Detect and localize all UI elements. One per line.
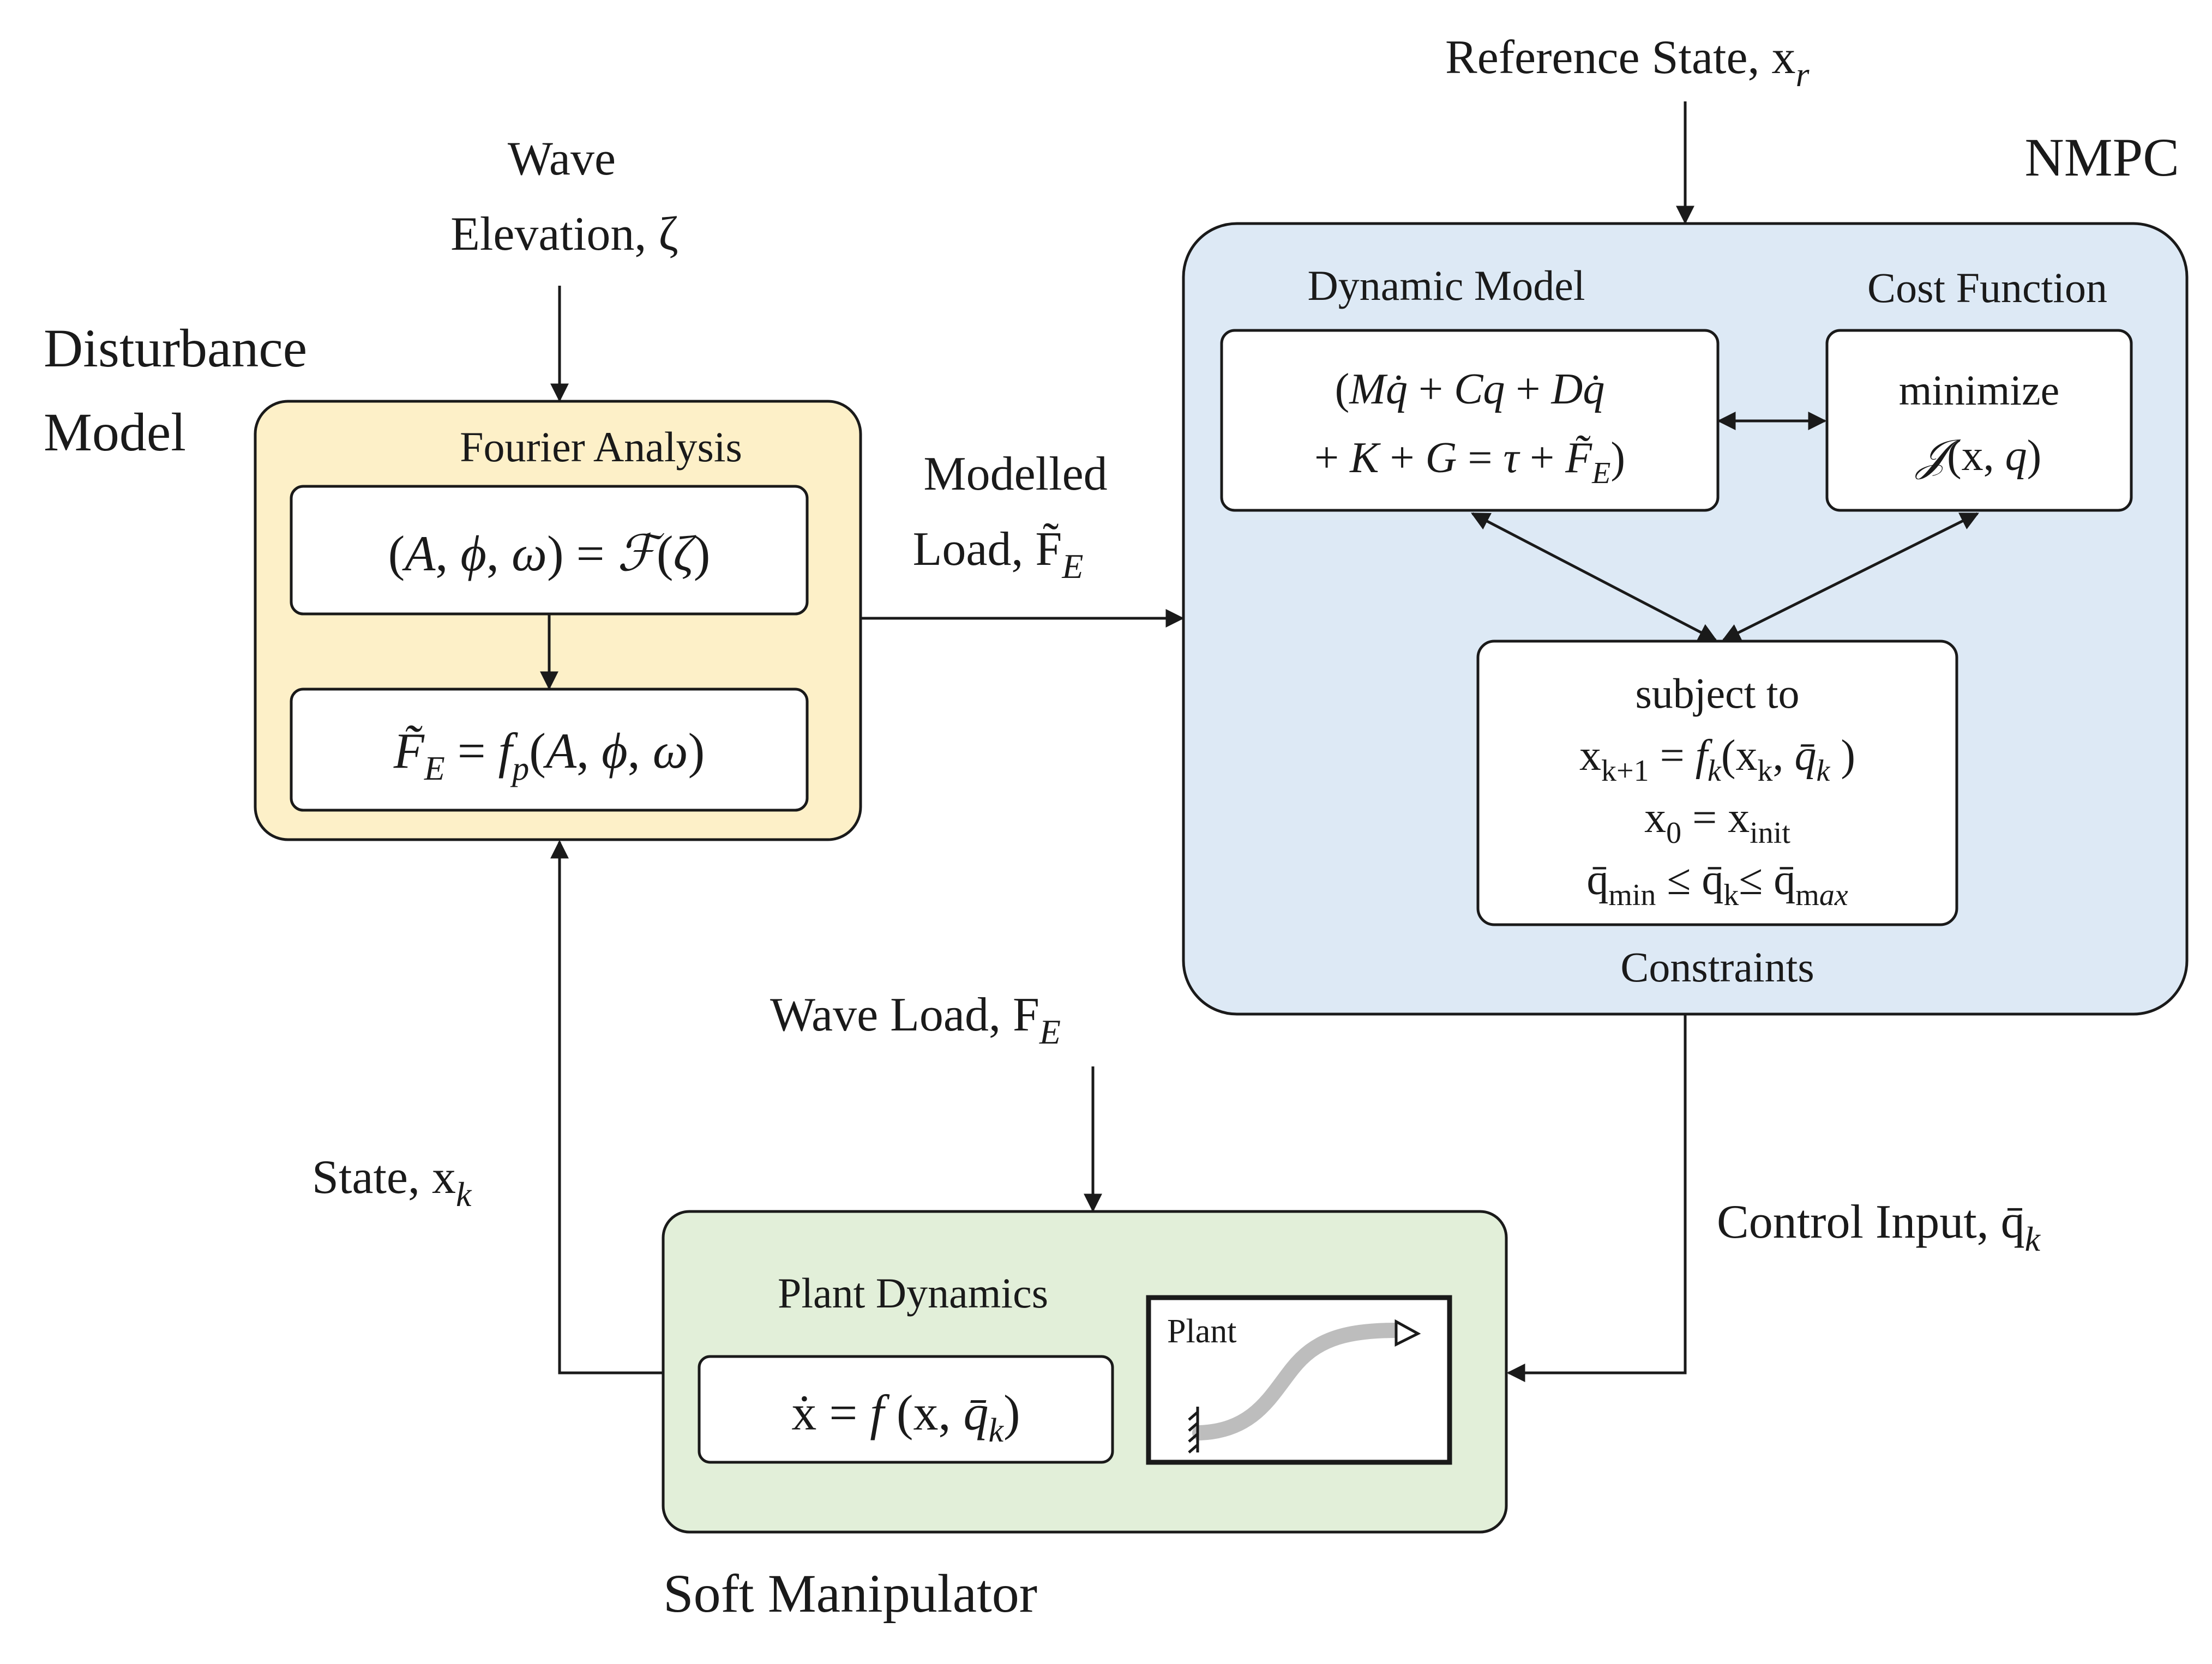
cost-minimize-text: minimize: [1899, 366, 2060, 414]
constraints-label: Constraints: [1620, 943, 1814, 991]
constraint-subject-to: subject to: [1635, 670, 1799, 717]
soft-arm-shape: [1192, 1323, 1404, 1440]
nmpc-title: NMPC: [2025, 127, 2179, 188]
plant-dynamics-equation: ẋ = f (x, q̄k): [791, 1385, 1020, 1449]
dynamic-model-label: Dynamic Model: [1307, 262, 1585, 309]
state-feedback-arrow: [550, 840, 663, 1374]
wave-elevation-label-line2: Elevation, ζ: [450, 208, 678, 261]
control-input-arrow: [1506, 1015, 1687, 1382]
constraint-dynamics: xk+1 = fk(xk, q̄k ): [1579, 732, 1855, 788]
wave-load-label: Wave Load, FE: [770, 988, 1061, 1051]
dynamic-model-equation-line1: (Mq̇ + Cq + Dq̇: [1335, 365, 1605, 413]
wave-elevation-label-line1: Wave: [508, 132, 616, 185]
plant-dynamics-box: [698, 1355, 1114, 1464]
dynamic-model-equation-line2: + K + G = τ + F̃E): [1314, 434, 1625, 490]
nmpc-block: NMPC Dynamic Model (Mq̇ + Cq + Dq̇ + K +…: [1182, 127, 2189, 1016]
load-model-equation: F̃E = fp(A, ϕ, ω): [393, 723, 705, 787]
reference-state-label: Reference State, xr: [1445, 31, 1810, 94]
control-input-label: Control Input, q̄k: [1717, 1196, 2041, 1258]
disturbance-model-block: Disturbance Model Fourier Analysis (A, ϕ…: [44, 318, 862, 841]
dynamic-model-box: [1220, 329, 1720, 512]
cost-function-label: Cost Function: [1867, 264, 2107, 311]
soft-manipulator-title: Soft Manipulator: [663, 1563, 1037, 1624]
fourier-transform-equation: (A, ϕ, ω) = ℱ(ζ): [388, 526, 711, 581]
fourier-analysis-label: Fourier Analysis: [460, 423, 742, 471]
modelled-load-label-line2: Load, F̃E: [913, 522, 1084, 586]
plant-dynamics-label: Plant Dynamics: [778, 1269, 1048, 1317]
fixed-base-hatch: [1188, 1407, 1199, 1454]
modelled-load-label-line1: Modelled: [923, 448, 1107, 501]
disturbance-model-title-line2: Model: [44, 402, 186, 462]
plant-illustration: Plant: [1146, 1295, 1452, 1465]
constraints-box: [1476, 640, 1958, 926]
model-constraints-link-arrow: [1470, 512, 1718, 642]
end-effector-triangle-icon: [1394, 1319, 1421, 1347]
constraint-initial-state: x0 = xinit: [1644, 794, 1790, 850]
cost-objective-text: 𝒥(x, q): [1915, 432, 2041, 480]
cost-function-box: [1825, 329, 2133, 512]
cost-constraints-link-arrow: [1721, 512, 1980, 642]
plant-label: Plant: [1167, 1313, 1236, 1350]
constraint-input-bounds: q̄min ≤ q̄k≤ q̄max: [1586, 856, 1848, 912]
soft-manipulator-block: Soft Manipulator Plant Dynamics ẋ = f (x…: [662, 1210, 1508, 1624]
state-label: State, xk: [312, 1151, 472, 1214]
disturbance-model-title-line1: Disturbance: [44, 318, 307, 378]
